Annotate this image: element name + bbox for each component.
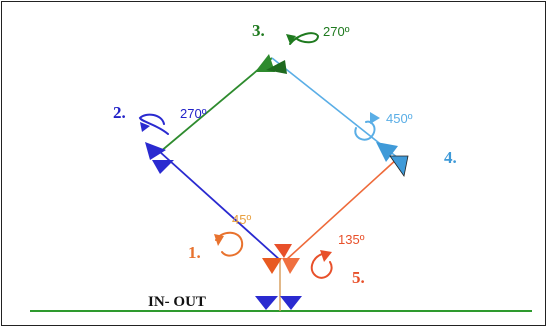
edge-4-5 <box>285 157 399 261</box>
edge-3-4 <box>271 57 399 159</box>
triangle-marker-icon <box>262 244 300 274</box>
step-5-angle: 135º <box>338 232 365 247</box>
edge-2-3 <box>159 57 273 153</box>
step-1-angle: 45º <box>232 212 251 227</box>
triangle-marker-icon <box>145 142 174 174</box>
in-out-label: IN- OUT <box>148 294 206 310</box>
step-2-angle: 270º <box>180 106 207 121</box>
rotation-arrow-icon <box>138 113 169 135</box>
triangle-marker-icon <box>255 54 287 74</box>
step-2-number: 2. <box>113 103 126 122</box>
rotation-arrow-icon <box>286 32 320 45</box>
triangle-marker-icon <box>376 142 409 177</box>
triangle-marker-icon <box>255 296 302 310</box>
step-1-number: 1. <box>188 243 201 262</box>
step-3-number: 3. <box>252 21 265 40</box>
step-4-number: 4. <box>444 148 457 167</box>
rotation-arrow-icon <box>354 112 380 141</box>
step-5-number: 5. <box>352 268 365 287</box>
edge-1-2 <box>159 151 281 261</box>
step-4-angle: 450º <box>386 111 413 126</box>
rotation-arrow-icon <box>214 231 244 257</box>
step-3-angle: 270º <box>323 24 350 39</box>
rotation-arrow-icon <box>310 250 333 279</box>
